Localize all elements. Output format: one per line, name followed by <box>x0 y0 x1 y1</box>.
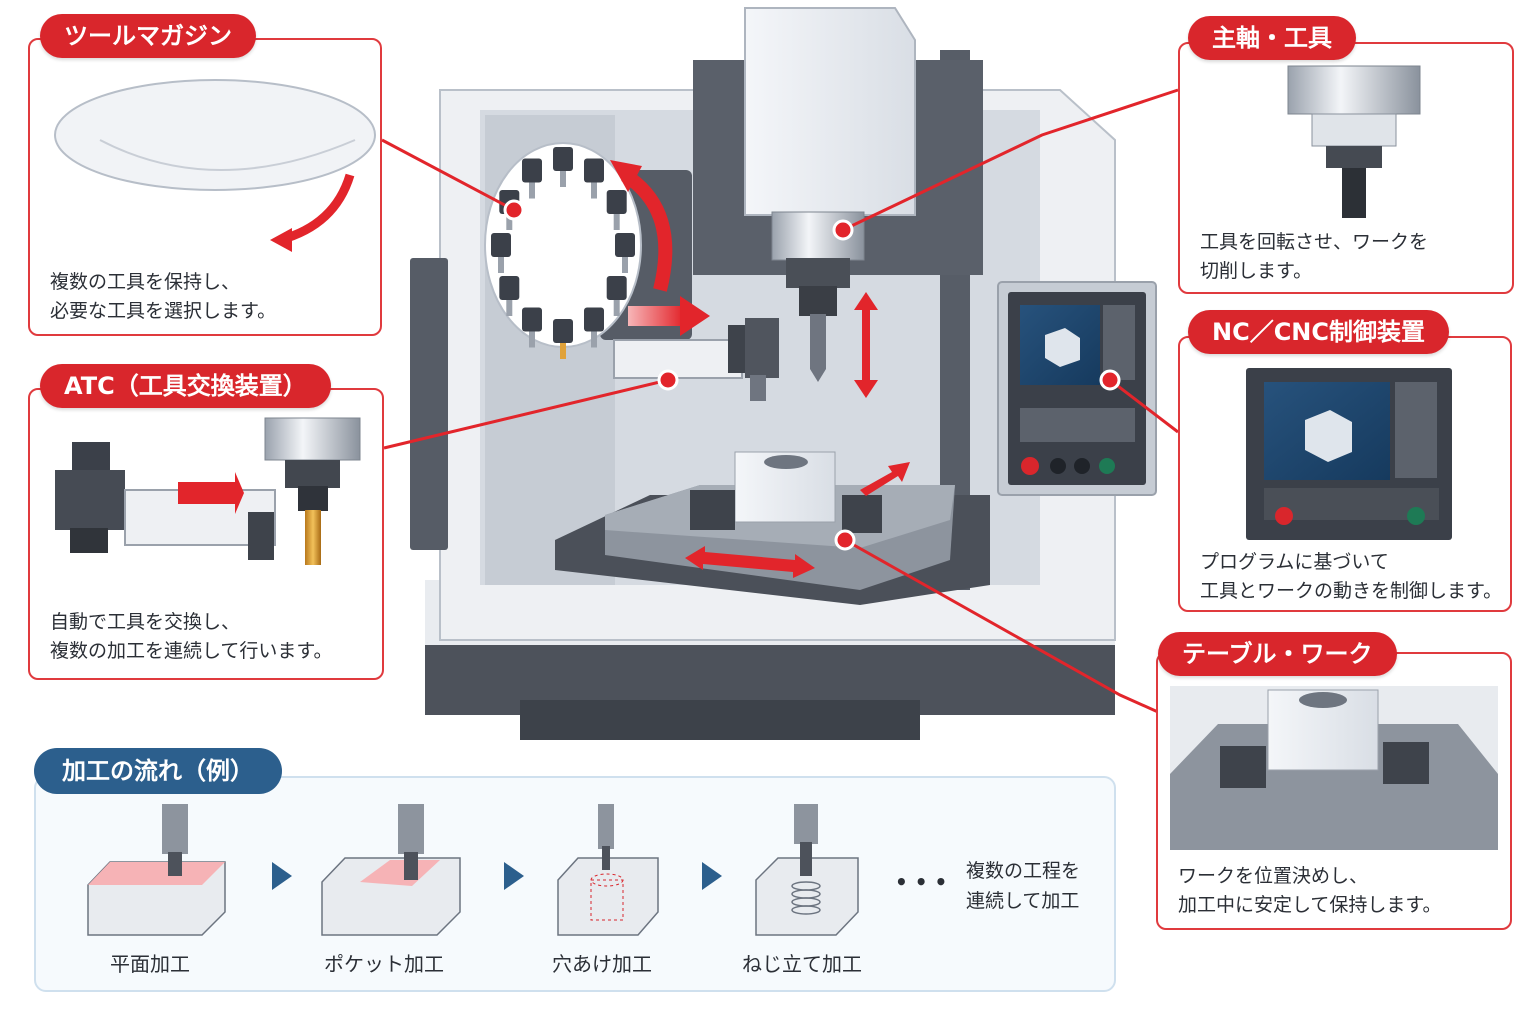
atc-arm <box>613 318 779 401</box>
nc-title: NC／CNC制御装置 <box>1188 310 1450 354</box>
step-face-milling-graphic <box>87 804 226 936</box>
spindle-detail <box>1287 65 1421 218</box>
tool-magazine-title: ツールマガジン <box>40 14 256 58</box>
step-label-drilling: 穴あけ加工 <box>552 952 652 976</box>
nc-line-1: プログラムに基づいて <box>1200 551 1389 573</box>
step-pocket-graphic <box>321 804 461 936</box>
table-title: テーブル・ワーク <box>1158 632 1397 676</box>
step-label-pocket: ポケット加工 <box>324 952 444 976</box>
magazine-tool-holder <box>553 147 573 171</box>
magazine-tool-holder <box>606 190 627 214</box>
flow-note-line-1: 複数の工程を <box>966 860 1081 882</box>
tool-magazine-description: 複数の工具を保持し、 必要な工具を選択します。 <box>50 268 276 326</box>
spindle-line-1: 工具を回転させ、ワークを <box>1200 231 1429 253</box>
magazine-tool-holder <box>615 233 635 257</box>
magazine-tool-bit <box>506 214 513 230</box>
spindle-description: 工具を回転させ、ワークを 切削します。 <box>1200 228 1428 286</box>
magazine-tool-holder <box>522 307 542 332</box>
flow-ellipsis: • • • <box>895 870 948 894</box>
magazine-tool-bit <box>529 182 535 199</box>
step-drilling-graphic <box>557 804 659 936</box>
magazine-tool-bit <box>613 300 620 316</box>
machine-table <box>555 451 990 605</box>
atc-detail <box>55 417 361 565</box>
flow-note: 複数の工程を 連続して加工 <box>966 856 1080 916</box>
magazine-tool-bit <box>591 331 597 348</box>
table-y-arrow <box>860 462 910 496</box>
spindle-card <box>1178 42 1514 294</box>
magazine-tool-holder <box>606 276 627 300</box>
step-label-face-milling: 平面加工 <box>110 952 190 976</box>
magazine-rotation-arrow <box>610 160 673 292</box>
nc-line-2: 工具とワークの動きを制御します。 <box>1200 580 1503 602</box>
spindle-title: 主軸・工具 <box>1188 16 1356 60</box>
magazine-tool-bit <box>560 171 566 187</box>
magazine-tool-holder <box>553 319 573 343</box>
step-tapping-graphic <box>755 804 859 936</box>
step-label-tapping: ねじ立て加工 <box>742 952 862 976</box>
table-x-arrow <box>685 546 815 578</box>
magazine-tool-holder <box>584 158 604 183</box>
atc-description: 自動で工具を交換し、 複数の加工を連続して行います。 <box>50 608 333 666</box>
tool-magazine-detail <box>54 79 376 252</box>
magazine-tool-holder <box>499 276 520 300</box>
atc-line-1: 自動で工具を交換し、 <box>50 611 241 633</box>
leader-lines <box>381 88 1179 714</box>
table-detail <box>1170 686 1498 850</box>
table-card <box>1156 652 1512 930</box>
atc-line-2: 複数の加工を連続して行います。 <box>50 640 333 662</box>
magazine-tool-bit <box>529 331 535 348</box>
atc-card <box>28 388 384 680</box>
magazine-tool-bit <box>591 182 597 199</box>
nc-panel-detail <box>1246 368 1452 540</box>
magazine-tool-bit <box>498 257 504 273</box>
magazine-tool-bit <box>560 343 566 359</box>
flow-note-line-2: 連続して加工 <box>966 890 1080 912</box>
table-line-2: 加工中に安定して保持します。 <box>1178 894 1442 916</box>
tool-magazine-line-2: 必要な工具を選択します。 <box>50 300 277 322</box>
leader-dots <box>503 199 1121 551</box>
atc-transfer-arrow <box>628 296 710 336</box>
table-line-1: ワークを位置決めし、 <box>1178 865 1369 887</box>
tool-magazine-pockets <box>491 147 635 359</box>
nc-description: プログラムに基づいて 工具とワークの動きを制御します。 <box>1200 548 1502 606</box>
control-panel <box>997 281 1157 496</box>
magazine-tool-holder <box>491 233 511 257</box>
process-flow-title: 加工の流れ（例） <box>34 748 282 794</box>
magazine-tool-bit <box>613 214 620 230</box>
atc-title: ATC（工具交換装置） <box>40 364 331 408</box>
tool-magazine-line-1: 複数の工具を保持し、 <box>50 271 241 293</box>
magazine-tool-holder <box>522 158 542 183</box>
magazine-tool-bit <box>622 257 628 273</box>
magazine-tool-holder <box>584 307 604 332</box>
magazine-tool-bit <box>506 300 513 316</box>
spindle-vertical-arrow <box>854 292 878 398</box>
flow-arrows <box>272 862 722 890</box>
nc-card <box>1178 336 1512 612</box>
spindle-line-2: 切削します。 <box>1200 260 1313 282</box>
table-description: ワークを位置決めし、 加工中に安定して保持します。 <box>1178 862 1442 920</box>
tool-magazine-card <box>28 38 382 336</box>
